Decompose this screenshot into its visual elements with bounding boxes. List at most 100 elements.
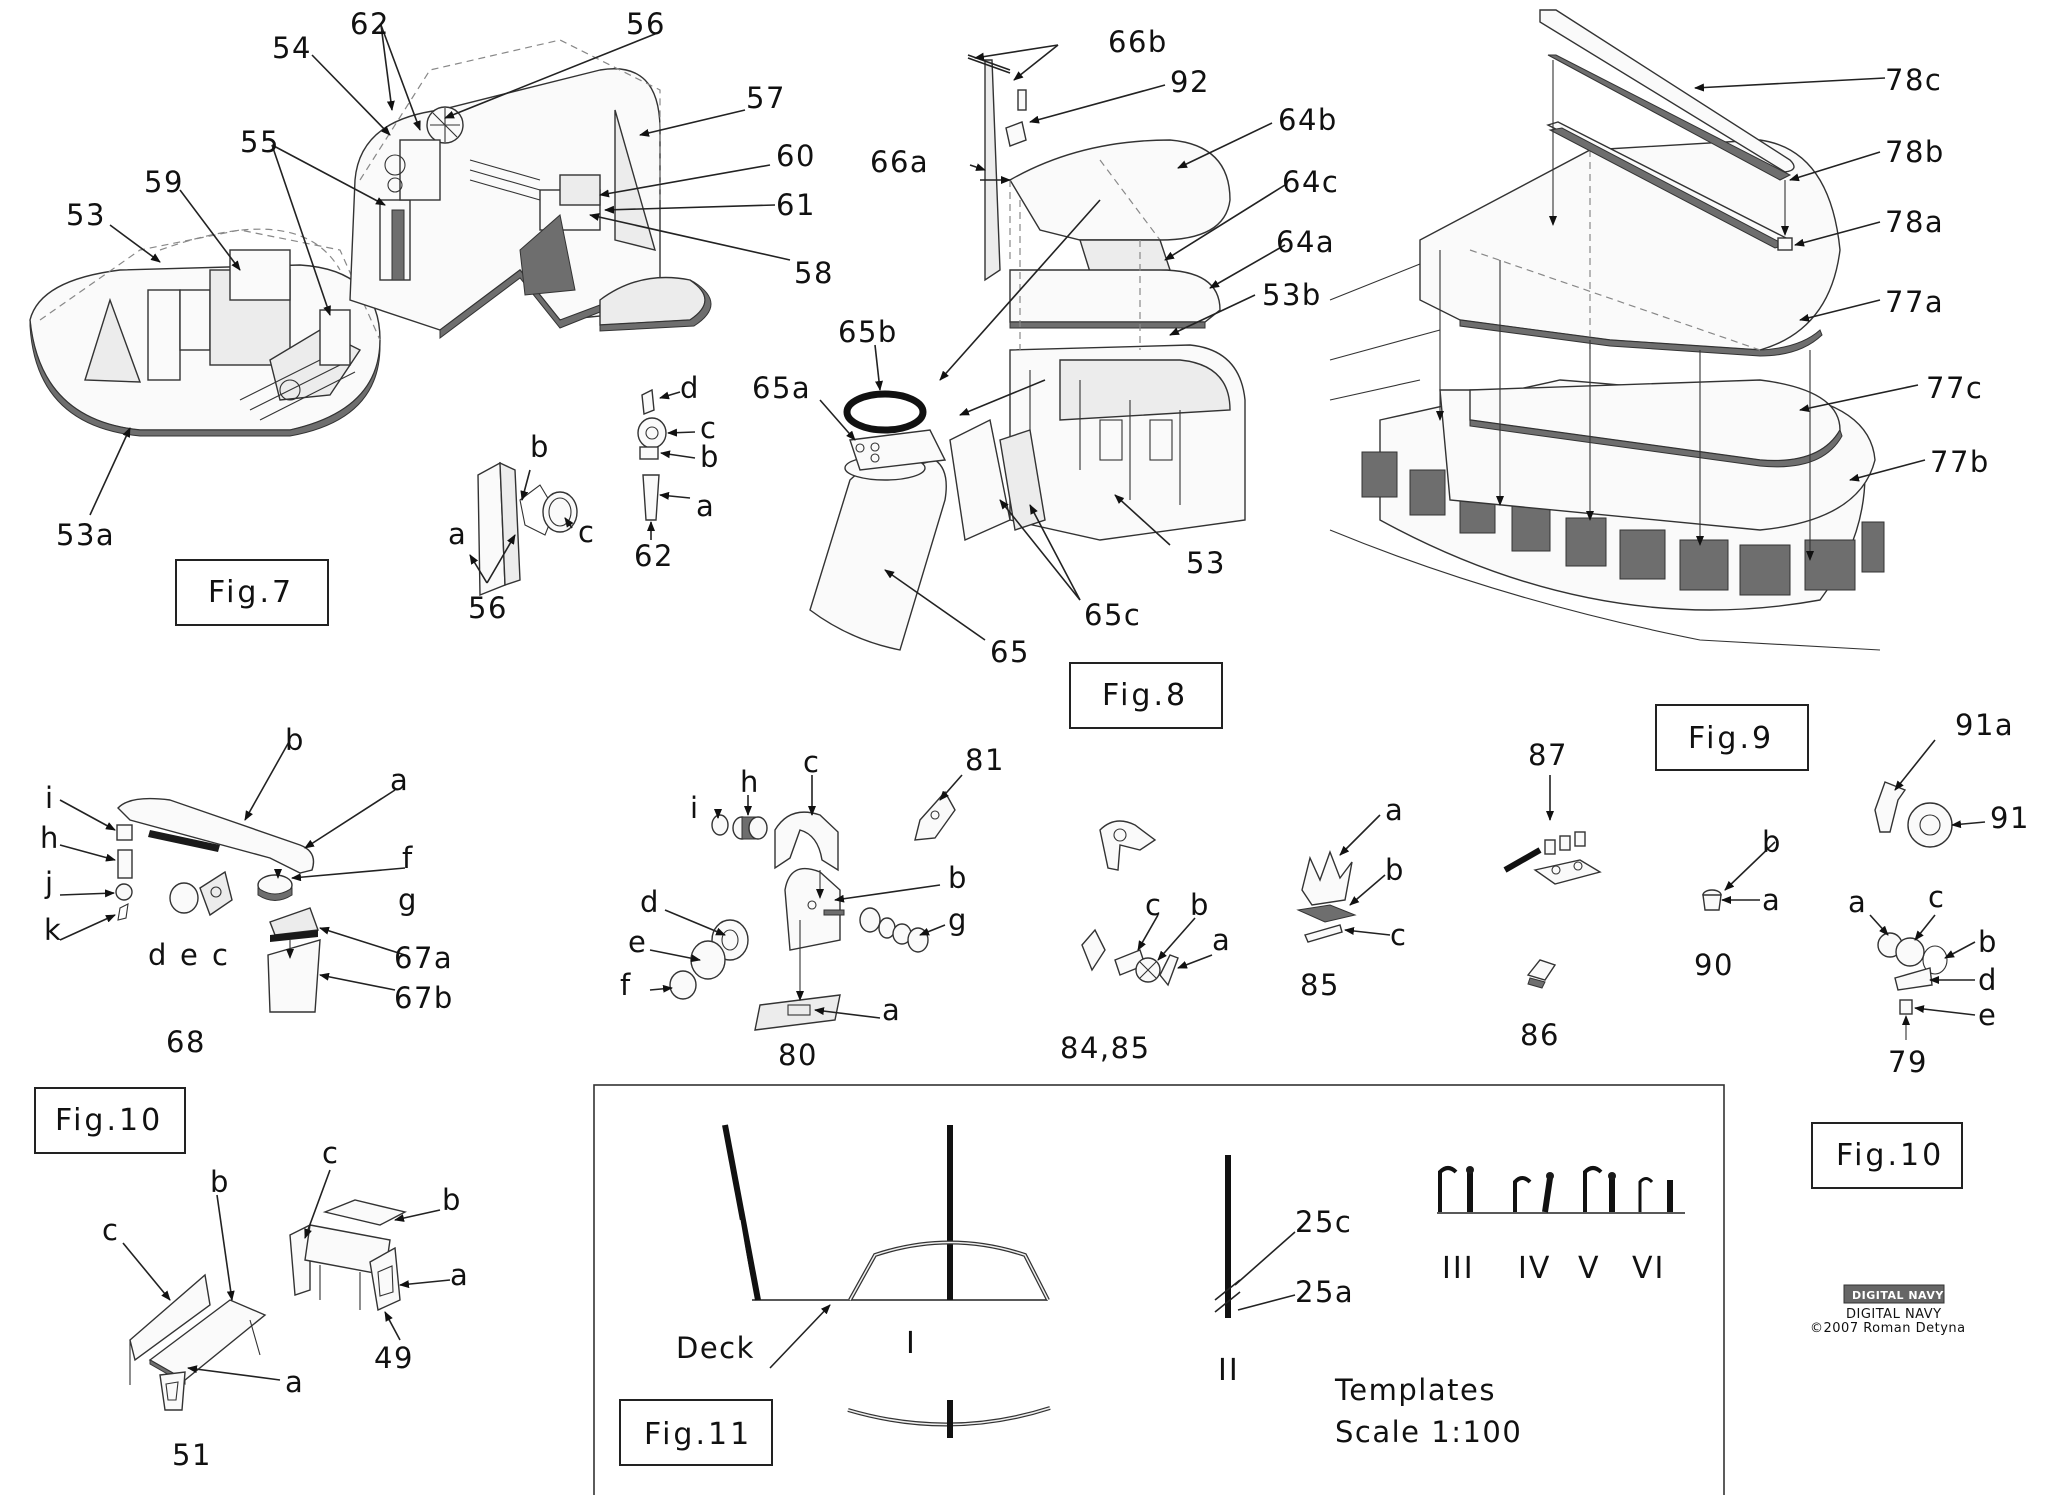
callout-64c: 64c [1282, 165, 1339, 199]
callout-68-g: g [398, 883, 418, 917]
callout-62: 62 [350, 7, 390, 41]
fig7-label: Fig.7 [175, 559, 329, 626]
fig9-drawing [1329, 9, 1926, 651]
callout-79-a: a [1848, 885, 1867, 919]
callout-84-85-number: 84,85 [1060, 1031, 1151, 1065]
part-49-51-callouts: c b c b a a 49 51 [102, 1136, 469, 1472]
callout-90-a: a [1762, 883, 1781, 917]
fig8-drawing [809, 44, 1286, 651]
callout-81: 81 [965, 743, 1005, 777]
part-85-detail [1296, 814, 1391, 943]
callout-49-b: b [442, 1183, 462, 1217]
callout-85-a: a [1385, 793, 1404, 827]
brand-copyright: ©2007 Roman Detyna [1810, 1321, 1966, 1336]
fig9-callouts: 78c 78b 78a 77a 77c 77b [1885, 63, 1988, 479]
callout-62-number: 62 [634, 539, 674, 573]
fig11-panel [593, 1084, 1725, 1495]
callout-56-b: b [530, 430, 550, 464]
callout-77a: 77a [1885, 285, 1944, 319]
fig9-label: Fig.9 [1655, 704, 1809, 771]
callout-79-e: e [1978, 998, 1997, 1032]
part-49-51-detail [122, 1169, 451, 1411]
callout-79-c: c [1928, 880, 1945, 914]
callout-85-b: b [1385, 853, 1405, 887]
fig8-callouts: 66b 92 64b 66a 64c 64a 53b 65b 65a 53 65… [752, 25, 1339, 669]
template-i-label: I [906, 1326, 917, 1361]
callout-79-d: d [1978, 963, 1998, 997]
callout-80-a: a [882, 993, 901, 1027]
callout-84-b: b [1190, 888, 1210, 922]
callout-80-d: d [640, 885, 660, 919]
callout-68-e: e [180, 938, 199, 972]
callout-91a: 91a [1955, 708, 2014, 742]
part-80-detail [649, 774, 963, 1031]
callout-53-fig8: 53 [1186, 546, 1226, 580]
callout-64b: 64b [1278, 103, 1338, 137]
callout-66b: 66b [1108, 25, 1168, 59]
part-87-86-detail [1503, 775, 1602, 989]
template-vi-label: VI [1632, 1251, 1665, 1286]
callout-68-h: h [40, 821, 60, 855]
callout-59: 59 [144, 165, 184, 199]
callout-85-number: 85 [1300, 968, 1340, 1002]
callout-53a: 53a [56, 518, 115, 552]
part-85-callouts: a b c 85 [1300, 793, 1407, 1002]
callout-85-c: c [1390, 918, 1407, 952]
callout-77c: 77c [1926, 371, 1983, 405]
part-56-detail: b a c 56 [448, 430, 595, 625]
fig10-left-label: Fig.10 [34, 1087, 186, 1154]
callout-51-b: b [210, 1165, 230, 1199]
callout-54: 54 [272, 31, 312, 65]
callout-79-number: 79 [1888, 1045, 1928, 1079]
callout-92: 92 [1170, 65, 1210, 99]
callout-67a: 67a [394, 941, 453, 975]
fig11-title: Fig.11 [644, 1417, 752, 1452]
brand-logo: DIGITAL NAVY [1852, 1289, 1944, 1302]
callout-68-number: 68 [166, 1025, 206, 1059]
callout-80-i: i [690, 791, 700, 825]
callout-56-a: a [448, 517, 467, 551]
callout-51-c: c [102, 1213, 119, 1247]
fig10-right-title: Fig.10 [1836, 1138, 1944, 1173]
callout-80-e: e [628, 925, 647, 959]
part-68-callouts: b a i h f j g k d e c 67a 67b 68 [40, 723, 453, 1059]
template-25a-label: 25a [1295, 1275, 1354, 1309]
fig11-label: Fig.11 [619, 1399, 773, 1466]
callout-68-b: b [285, 723, 305, 757]
callout-62-a: a [696, 489, 715, 523]
callout-49-number: 49 [374, 1341, 414, 1375]
callout-65a: 65a [752, 371, 811, 405]
fig8-label: Fig.8 [1069, 662, 1223, 729]
fig7-drawing [29, 24, 791, 516]
callout-68-k: k [44, 913, 62, 947]
callout-61: 61 [776, 188, 816, 222]
callout-65b: 65b [838, 315, 898, 349]
callout-64a: 64a [1276, 225, 1335, 259]
part-62-detail: d c b a 62 [634, 371, 718, 573]
callout-80-f: f [620, 968, 632, 1002]
callout-84-a: a [1212, 923, 1231, 957]
callout-55: 55 [240, 125, 280, 159]
callout-91: 91 [1990, 801, 2030, 835]
templates-scale: Scale 1:100 [1335, 1415, 1522, 1449]
template-iv-label: IV [1518, 1251, 1551, 1286]
callout-68-d: d [148, 938, 168, 972]
callout-53b: 53b [1262, 278, 1322, 312]
callout-80-g: g [948, 903, 968, 937]
fig7-title: Fig.7 [208, 575, 294, 610]
callout-65: 65 [990, 635, 1030, 669]
callout-49-a: a [450, 1258, 469, 1292]
callout-68-c: c [212, 938, 229, 972]
template-v-label: V [1578, 1251, 1601, 1286]
part-91-90-79-detail [1702, 739, 1986, 1040]
part-68-detail [59, 739, 406, 1013]
template-ii-label: II [1218, 1353, 1240, 1388]
callout-90-number: 90 [1694, 948, 1734, 982]
callout-62-d: d [680, 371, 700, 405]
fig8-title: Fig.8 [1102, 678, 1188, 713]
callout-80-b: b [948, 861, 968, 895]
callout-51-a: a [285, 1365, 304, 1399]
callout-68-j: j [44, 866, 55, 900]
callout-56-c: c [578, 515, 595, 549]
